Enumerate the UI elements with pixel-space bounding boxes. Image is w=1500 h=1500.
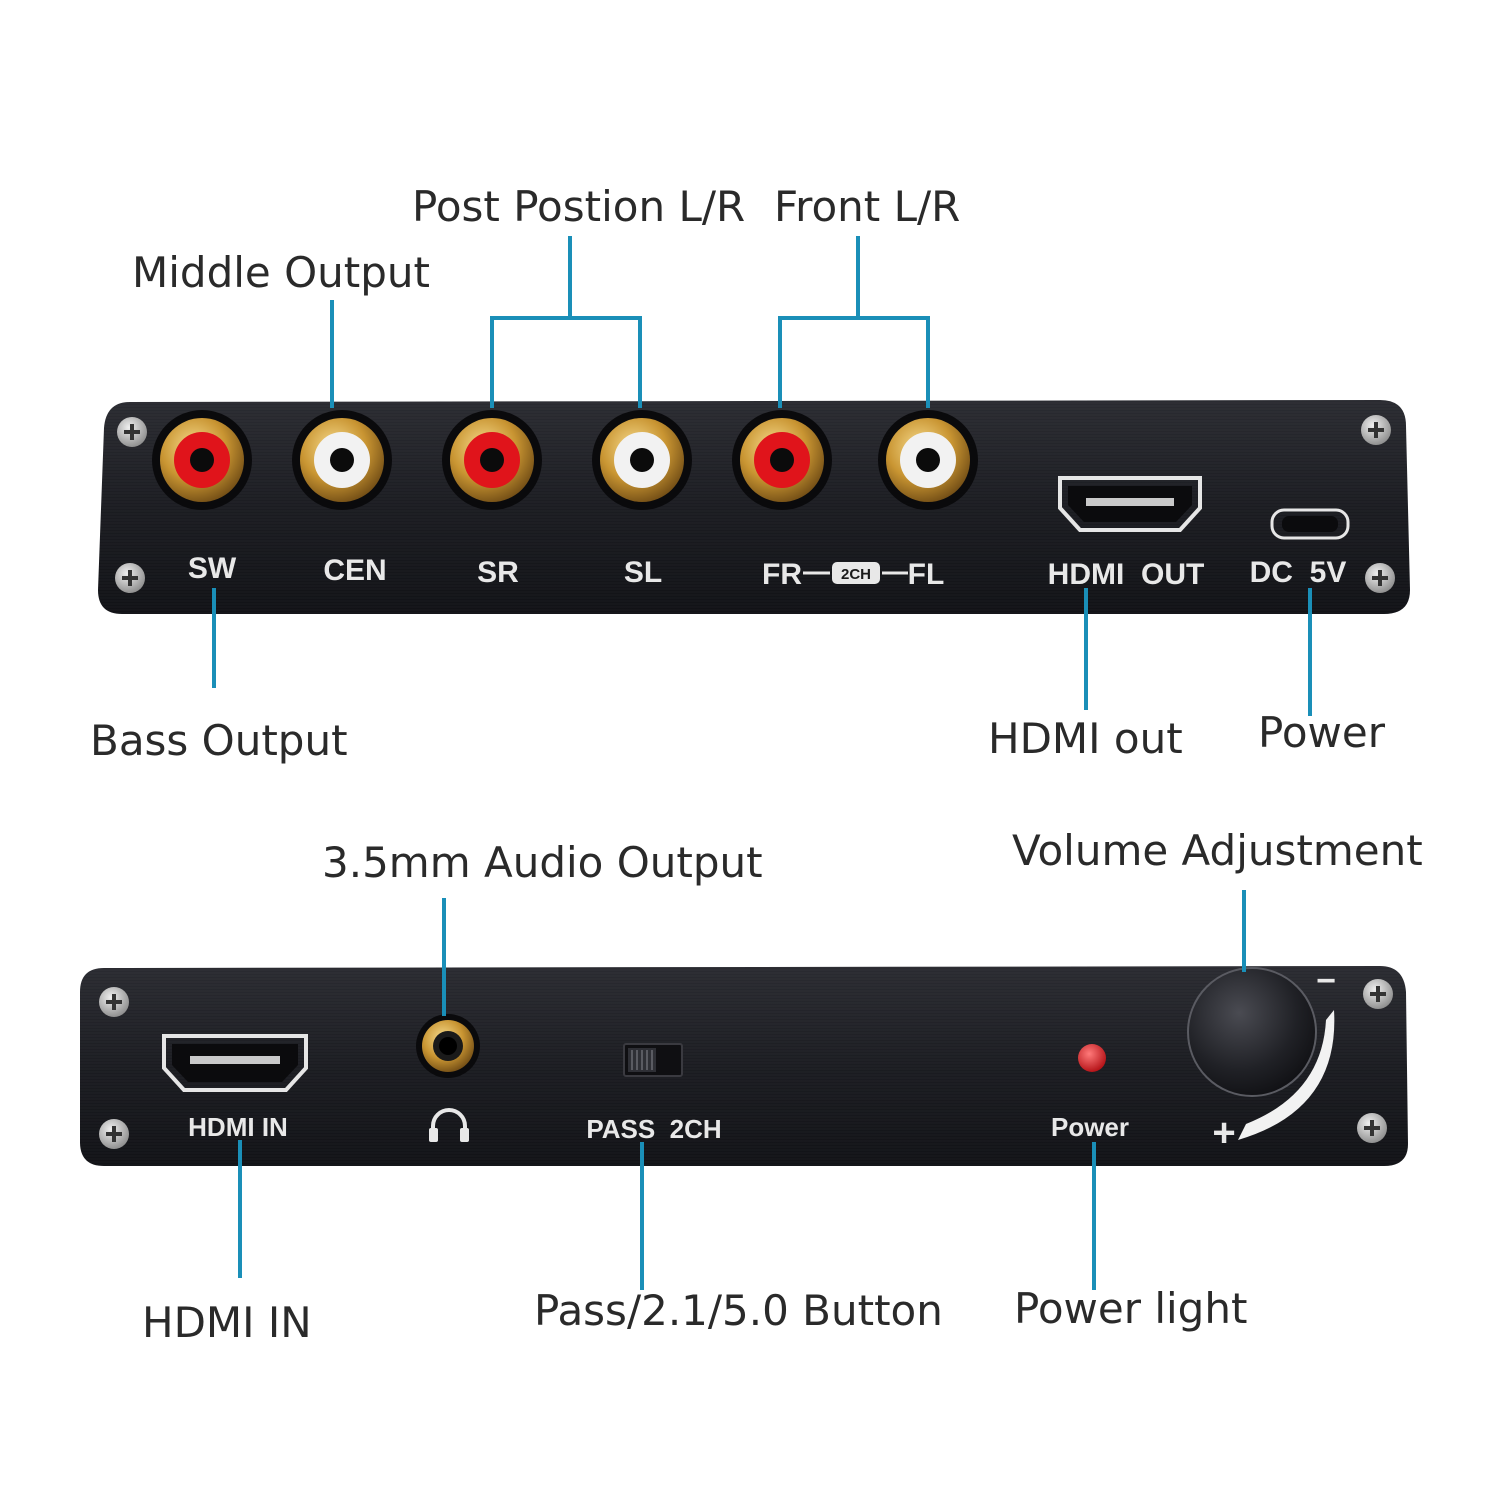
screw-icon — [113, 561, 147, 595]
front-panel: HDMI IN PA — [80, 962, 1408, 1166]
screw-icon — [1363, 561, 1397, 595]
label-sr: SR — [477, 556, 519, 589]
callout-audio-35: 3.5mm Audio Output — [322, 838, 763, 887]
callout-bass-output: Bass Output — [90, 716, 348, 765]
callout-volume: Volume Adjustment — [1012, 826, 1423, 875]
callout-hdmi-out: HDMI out — [988, 714, 1183, 763]
usb-micro-port-icon[interactable] — [1270, 508, 1350, 540]
bracket-post-position — [490, 316, 642, 408]
rca-jack-cen[interactable] — [292, 410, 392, 510]
screw-icon — [97, 985, 131, 1019]
rear-panel: SW CEN SR SL FR 2CH FL HDMI OUT DC 5V — [98, 400, 1410, 614]
label-hdmi-in: HDMI IN — [188, 1112, 288, 1142]
screw-icon — [1359, 413, 1393, 447]
pass-2ch-switch[interactable] — [623, 1043, 683, 1077]
label-dc5v: DC 5V — [1250, 556, 1347, 589]
callout-power: Power — [1258, 708, 1385, 757]
callout-front: Front L/R — [774, 182, 961, 231]
power-led — [1078, 1044, 1106, 1072]
screw-icon — [1355, 1111, 1389, 1145]
rca-jack-sw[interactable] — [152, 410, 252, 510]
hdmi-port-icon[interactable] — [162, 1034, 308, 1092]
screw-icon — [1361, 977, 1395, 1011]
leader-lines — [212, 236, 1312, 1290]
headphone-icon — [429, 1108, 469, 1142]
callout-pass-button: Pass/2.1/5.0 Button — [534, 1286, 943, 1335]
rca-jack-sr[interactable] — [442, 410, 542, 510]
label-power: Power — [1051, 1112, 1129, 1142]
label-fr: FR — [762, 558, 802, 591]
bracket-front — [778, 316, 930, 408]
label-cen: CEN — [323, 554, 386, 587]
callout-power-light: Power light — [1014, 1284, 1248, 1333]
knob-icon[interactable] — [1187, 967, 1317, 1097]
badge-2ch-label: 2CH — [841, 566, 871, 583]
callout-hdmi-in: HDMI IN — [142, 1298, 312, 1347]
audio-jack-35mm[interactable] — [416, 1014, 480, 1078]
label-pass-2ch: PASS 2CH — [586, 1114, 721, 1144]
hdmi-port-icon[interactable] — [1058, 476, 1202, 532]
rca-jack-fl[interactable] — [878, 410, 978, 510]
label-fl: FL — [908, 558, 945, 591]
label-sw: SW — [188, 552, 237, 585]
callout-middle-output: Middle Output — [132, 248, 430, 297]
screw-icon — [97, 1117, 131, 1151]
rca-jack-fr[interactable] — [732, 410, 832, 510]
screw-icon — [115, 415, 149, 449]
callout-post-position: Post Postion L/R — [412, 182, 746, 231]
label-volume-minus: − — [1316, 962, 1336, 1000]
label-volume-plus: + — [1212, 1111, 1235, 1155]
label-sl: SL — [624, 556, 662, 589]
volume-arc — [1238, 1010, 1335, 1140]
rca-jack-sl[interactable] — [592, 410, 692, 510]
badge-2ch — [832, 562, 880, 584]
label-hdmi-out: HDMI OUT — [1048, 558, 1205, 591]
